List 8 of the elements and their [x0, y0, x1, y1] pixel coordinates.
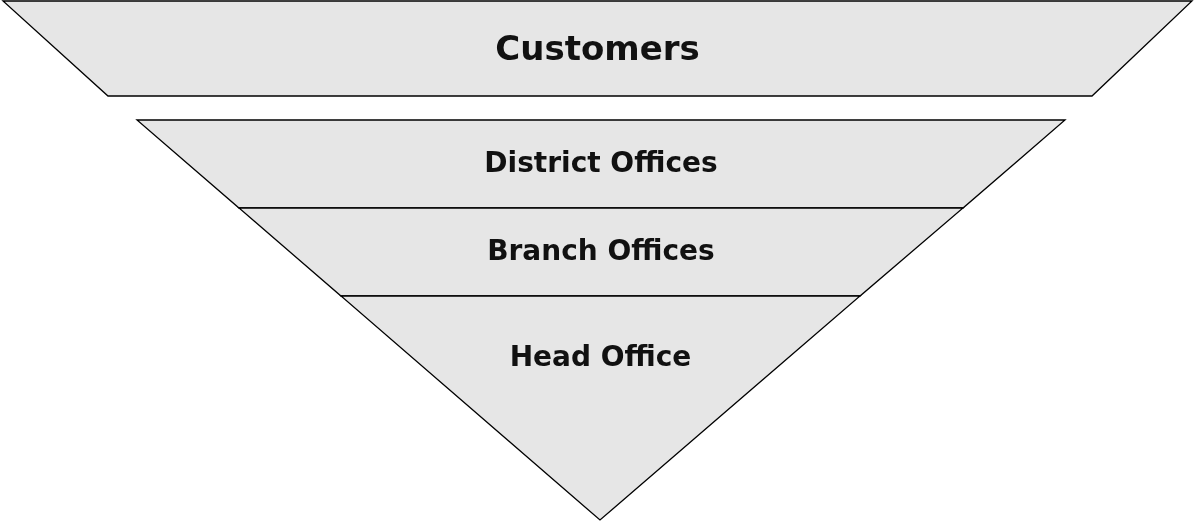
tier-label: Branch Offices [486, 234, 716, 267]
tier-label: District Offices [483, 146, 719, 179]
tier-label: Customers [494, 28, 701, 68]
tier-label: Head Office [508, 340, 693, 373]
pyramid-tier [137, 120, 1065, 208]
pyramid-tier [341, 296, 860, 520]
trapezoid-band [3, 1, 1192, 96]
pyramid-tier [239, 208, 963, 296]
